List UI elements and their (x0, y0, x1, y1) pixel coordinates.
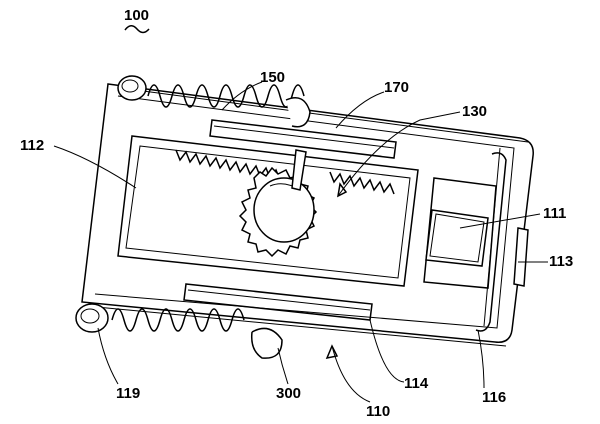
label-150: 150 (260, 69, 285, 86)
cavity-112 (117, 135, 419, 287)
label-111: 111 (543, 205, 566, 222)
button-111 (423, 177, 497, 289)
toothed-rack-upper (175, 149, 395, 195)
label-300: 300 (276, 385, 301, 402)
spring-150 (117, 75, 311, 128)
gear-130 (238, 149, 318, 258)
label-119: 119 (116, 385, 140, 402)
label-114: 114 (404, 375, 429, 392)
label-110: 110 (366, 403, 390, 420)
label-100: 100 (124, 7, 149, 24)
label-170: 170 (384, 79, 409, 96)
label-116: 116 (482, 389, 506, 406)
label-112: 112 (20, 137, 44, 154)
leader-lines (53, 81, 548, 403)
label-130: 130 (462, 103, 487, 120)
label-113: 113 (549, 253, 573, 270)
tab-113 (513, 227, 529, 287)
spring-lower (75, 303, 283, 359)
slider-rail-170 (209, 119, 397, 159)
ref-underline-wave (124, 25, 150, 34)
